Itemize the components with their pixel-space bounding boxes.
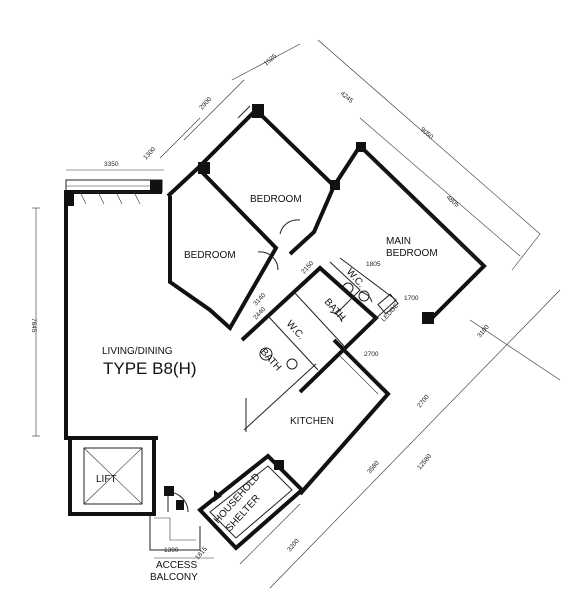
dim-1390: 1390 — [164, 547, 179, 554]
basin-fixture — [286, 358, 298, 370]
dim-2900: 2900 — [198, 96, 213, 112]
dim-1525: 1525 — [263, 53, 279, 68]
living-dining-label: LIVING/DINING — [102, 346, 173, 357]
left-bedroom-door — [257, 251, 279, 271]
dim-7645: 7645 — [30, 318, 37, 333]
balcony-label: BALCONY — [150, 572, 198, 583]
dim-3350: 3350 — [104, 161, 119, 168]
household-shelter-wall — [197, 453, 305, 551]
bath-label-1: BATH — [258, 347, 284, 374]
wc-fixture — [259, 347, 273, 361]
top-bedroom-door — [279, 219, 301, 235]
main-bedroom-wall — [332, 142, 487, 324]
left-bedroom-label: BEDROOM — [184, 250, 236, 261]
kitchen-wall — [298, 338, 391, 496]
dim-1815: 1815 — [194, 545, 209, 561]
dim-1300: 1300 — [142, 146, 157, 162]
lift-label: LIFT — [96, 474, 117, 485]
kitchen-label: KITCHEN — [290, 416, 334, 427]
top-bedroom-label: BEDROOM — [250, 194, 302, 205]
top-bedroom-wall — [196, 107, 337, 256]
dim-9050: 9050 — [419, 126, 435, 141]
main-bedroom-label-2: BEDROOM — [386, 248, 438, 259]
lift-shaft — [68, 436, 156, 516]
access-label: ACCESS — [156, 560, 197, 571]
dim-4805: 4805 — [445, 194, 461, 209]
main-bedroom-label-1: MAIN — [386, 236, 411, 247]
dim-2700-b: 2700 — [416, 393, 431, 409]
living-dining-wall — [64, 190, 162, 440]
dim-4245: 4245 — [339, 90, 355, 105]
wc-label-1: W.C. — [284, 319, 307, 342]
dim-12580: 12580 — [416, 453, 433, 472]
dim-2700-a: 2700 — [364, 351, 379, 358]
lift-car — [83, 447, 143, 505]
shelter-door-marker — [214, 490, 222, 502]
type-label: TYPE B8(H) — [103, 359, 197, 378]
dim-3140: 3140 — [252, 292, 267, 308]
dim-3200: 3200 — [286, 537, 301, 553]
bath-label-2: BATH — [322, 297, 348, 324]
dim-3580: 3580 — [366, 459, 381, 475]
dim-1700: 1700 — [404, 295, 419, 302]
dim-1805: 1805 — [366, 261, 381, 268]
